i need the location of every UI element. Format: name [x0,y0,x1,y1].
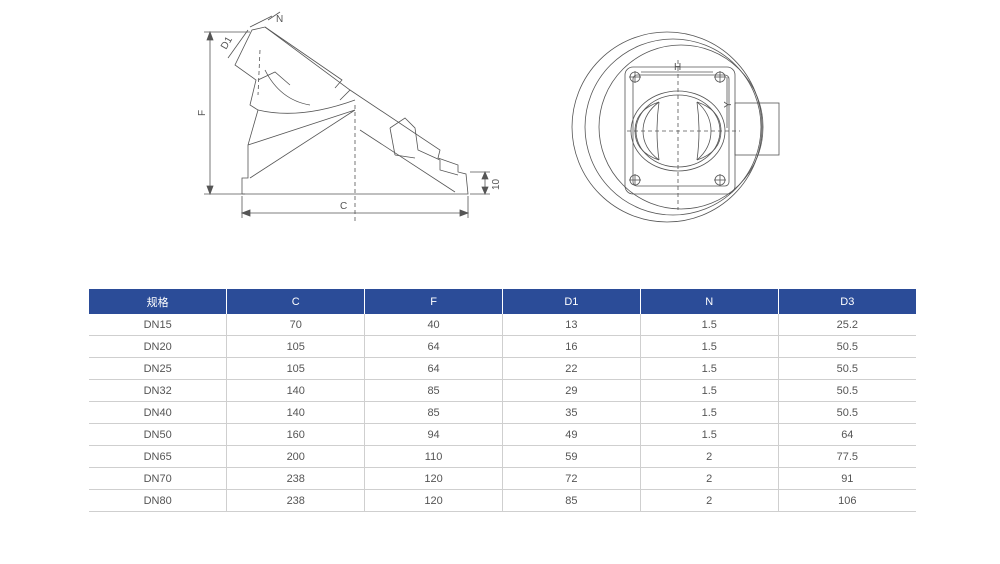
table-cell: 1.5 [640,379,779,402]
table-cell: DN20 [89,335,228,358]
valve-body-outline [234,26,351,194]
label-10: 10 [491,178,502,190]
table-cell: 50.5 [778,335,916,358]
table-cell: 85 [364,401,503,424]
table-cell: 2 [640,445,779,468]
table-cell: 25.2 [778,314,916,336]
label-c: C [340,201,347,212]
table-cell: 91 [778,467,916,490]
table-cell: 1.5 [640,423,779,446]
table-cell: 70 [226,314,366,336]
table-cell: 160 [226,423,366,446]
table-cell: 105 [226,357,366,380]
dim-d1-line [227,29,249,59]
table-cell: DN15 [89,314,228,336]
table-cell: 64 [364,357,503,380]
outer-circle [571,31,763,223]
table-cell: DN40 [89,401,228,424]
header-c: C [226,289,366,314]
header-d1: D1 [502,289,641,314]
table-cell: 2 [640,489,779,512]
table-cell: 35 [502,401,641,424]
header-d3: D3 [778,289,916,314]
table-cell: 22 [502,357,641,380]
label-h: H [674,62,681,73]
table-cell: 238 [226,467,366,490]
table-cell: 105 [226,335,366,358]
table-cell: DN25 [89,357,228,380]
table-cell: 13 [502,314,641,336]
table-cell: 1.5 [640,401,779,424]
table-cell: 40 [364,314,503,336]
label-n: N [276,14,283,25]
table-cell: 50.5 [778,357,916,380]
table-cell: 1.5 [640,314,779,336]
table-cell: DN32 [89,379,228,402]
table-cell: DN80 [89,489,228,512]
table-cell: 50.5 [778,379,916,402]
table-cell: 64 [778,423,916,446]
table-cell: 120 [364,489,503,512]
header-spec: 规格 [89,289,228,314]
table-cell: 238 [226,489,366,512]
label-f: F [197,110,208,116]
table-cell: 94 [364,423,503,446]
header-f: F [364,289,503,314]
table-cell: DN65 [89,445,228,468]
valve-end-view-drawing: H Y [571,31,780,223]
table-cell: 77.5 [778,445,916,468]
table-cell: DN70 [89,467,228,490]
valve-side-view-drawing: N D1 F 10 C [197,11,502,222]
table-cell: DN50 [89,423,228,446]
table-cell: 140 [226,379,366,402]
table-cell: 72 [502,467,641,490]
valve-body-outline-right [242,89,469,195]
table-cell: 1.5 [640,357,779,380]
table-cell: 106 [778,489,916,512]
table-header-row: 规格 C F D1 N D3 [89,289,916,314]
table-cell: 140 [226,401,366,424]
table-cell: 2 [640,467,779,490]
table-cell: 50.5 [778,401,916,424]
table-cell: 85 [502,489,641,512]
table-cell: 200 [226,445,366,468]
table-cell: 49 [502,423,641,446]
label-y: Y [723,101,734,108]
table-cell: 29 [502,379,641,402]
table-cell: 64 [364,335,503,358]
bolt-holes [629,71,726,186]
header-n: N [640,289,779,314]
table-cell: 16 [502,335,641,358]
side-outlet [734,102,780,156]
table-cell: 110 [364,445,503,468]
table-cell: 120 [364,467,503,490]
table-cell: 85 [364,379,503,402]
table-cell: 59 [502,445,641,468]
table-cell: 1.5 [640,335,779,358]
label-d1: D1 [219,35,235,52]
